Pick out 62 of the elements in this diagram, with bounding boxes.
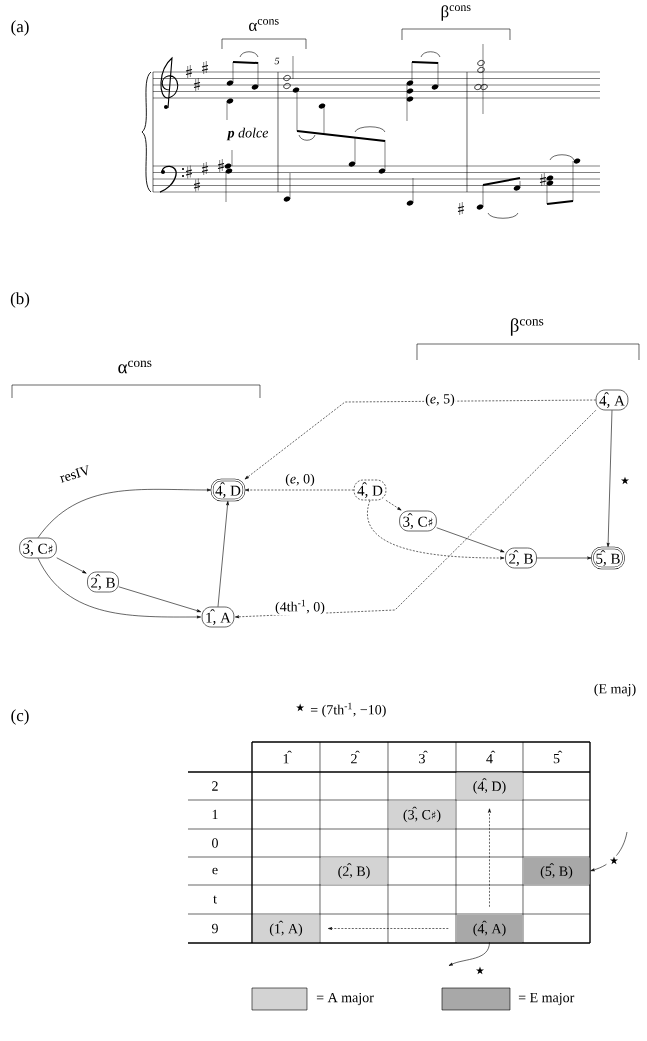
state-box: 3̂, C♯	[19, 537, 57, 559]
dashed-arrow	[488, 808, 491, 908]
state-box: 3̂, C♯	[399, 510, 437, 532]
edge-label: (e, 5)	[424, 392, 456, 408]
legend-text: = E major	[518, 992, 575, 1006]
row-header: 1	[212, 809, 218, 820]
edge-label: ⋆	[472, 965, 488, 979]
panel-label: (c)	[11, 709, 29, 725]
dashed-arrow	[385, 500, 402, 511]
legend-text: = A major	[316, 992, 374, 1006]
bracket-label: β$^{cons}$	[441, 5, 471, 21]
footnote: ⋆ = (7th$^{-1}$, −10)	[296, 702, 386, 718]
bracket-label: α$^{cons}$	[118, 360, 152, 374]
state-box: 5̂, B	[591, 546, 625, 570]
dashed-arrow	[235, 410, 597, 619]
panel-label: (a)	[11, 20, 29, 36]
edge-label: (4th$^{-1}$, 0)	[274, 598, 326, 616]
bracket-label: β$^{cons}$	[510, 318, 544, 336]
state-box: 2̂, B	[505, 547, 537, 569]
arrow	[536, 556, 592, 560]
arrow	[606, 410, 613, 547]
column-header: 2̂	[351, 750, 360, 764]
edge-label: (e, 0)	[284, 472, 316, 488]
key-label: (E maj)	[594, 683, 636, 697]
shaded-cell: (1̂, A)	[253, 915, 319, 942]
arrow	[37, 488, 212, 538]
row-header: t	[213, 895, 217, 904]
panel-label: (b)	[10, 292, 30, 308]
row-header: 0	[212, 838, 218, 848]
row-header: e	[212, 867, 218, 875]
arrow	[56, 557, 87, 574]
arrow	[448, 941, 490, 966]
edge-label: ⋆	[617, 475, 633, 489]
shaded-cell: (4̂, A)	[456, 915, 523, 942]
dashed-arrow	[327, 927, 449, 930]
edge-label: resIV	[57, 463, 93, 485]
arrow	[118, 586, 202, 613]
state-box: 1̂, A	[201, 606, 235, 628]
column-header: 1̂	[283, 750, 292, 764]
shaded-cell: (2̂, B)	[321, 857, 387, 885]
shaded-cell: (4̂, D)	[456, 772, 523, 800]
state-box: 4̂, A	[595, 389, 629, 411]
bracket-label: α$^{cons}$	[249, 19, 279, 32]
edge-label: ⋆	[606, 855, 622, 869]
shaded-cell: (3̂, C♯)	[389, 801, 455, 828]
dashed-arrow	[367, 500, 505, 560]
row-header: 2	[212, 781, 218, 791]
state-box: 2̂, B	[87, 571, 119, 593]
dynamic-marking: p dolce	[226, 127, 269, 141]
dashed-arrow	[244, 488, 355, 492]
column-header: 3̂	[419, 750, 428, 764]
arrow	[436, 527, 505, 553]
arrow	[37, 558, 201, 619]
state-box: 4̂, D	[210, 478, 246, 502]
shaded-cell: (5̂, B)	[523, 857, 590, 885]
arrow	[217, 501, 229, 607]
arrow	[590, 831, 628, 872]
state-box: 4̂, D	[353, 479, 387, 501]
column-header: 5̂	[553, 750, 563, 764]
dashed-arrow	[244, 399, 597, 480]
row-header: 9	[211, 923, 218, 934]
measure-number: 5	[274, 57, 280, 65]
